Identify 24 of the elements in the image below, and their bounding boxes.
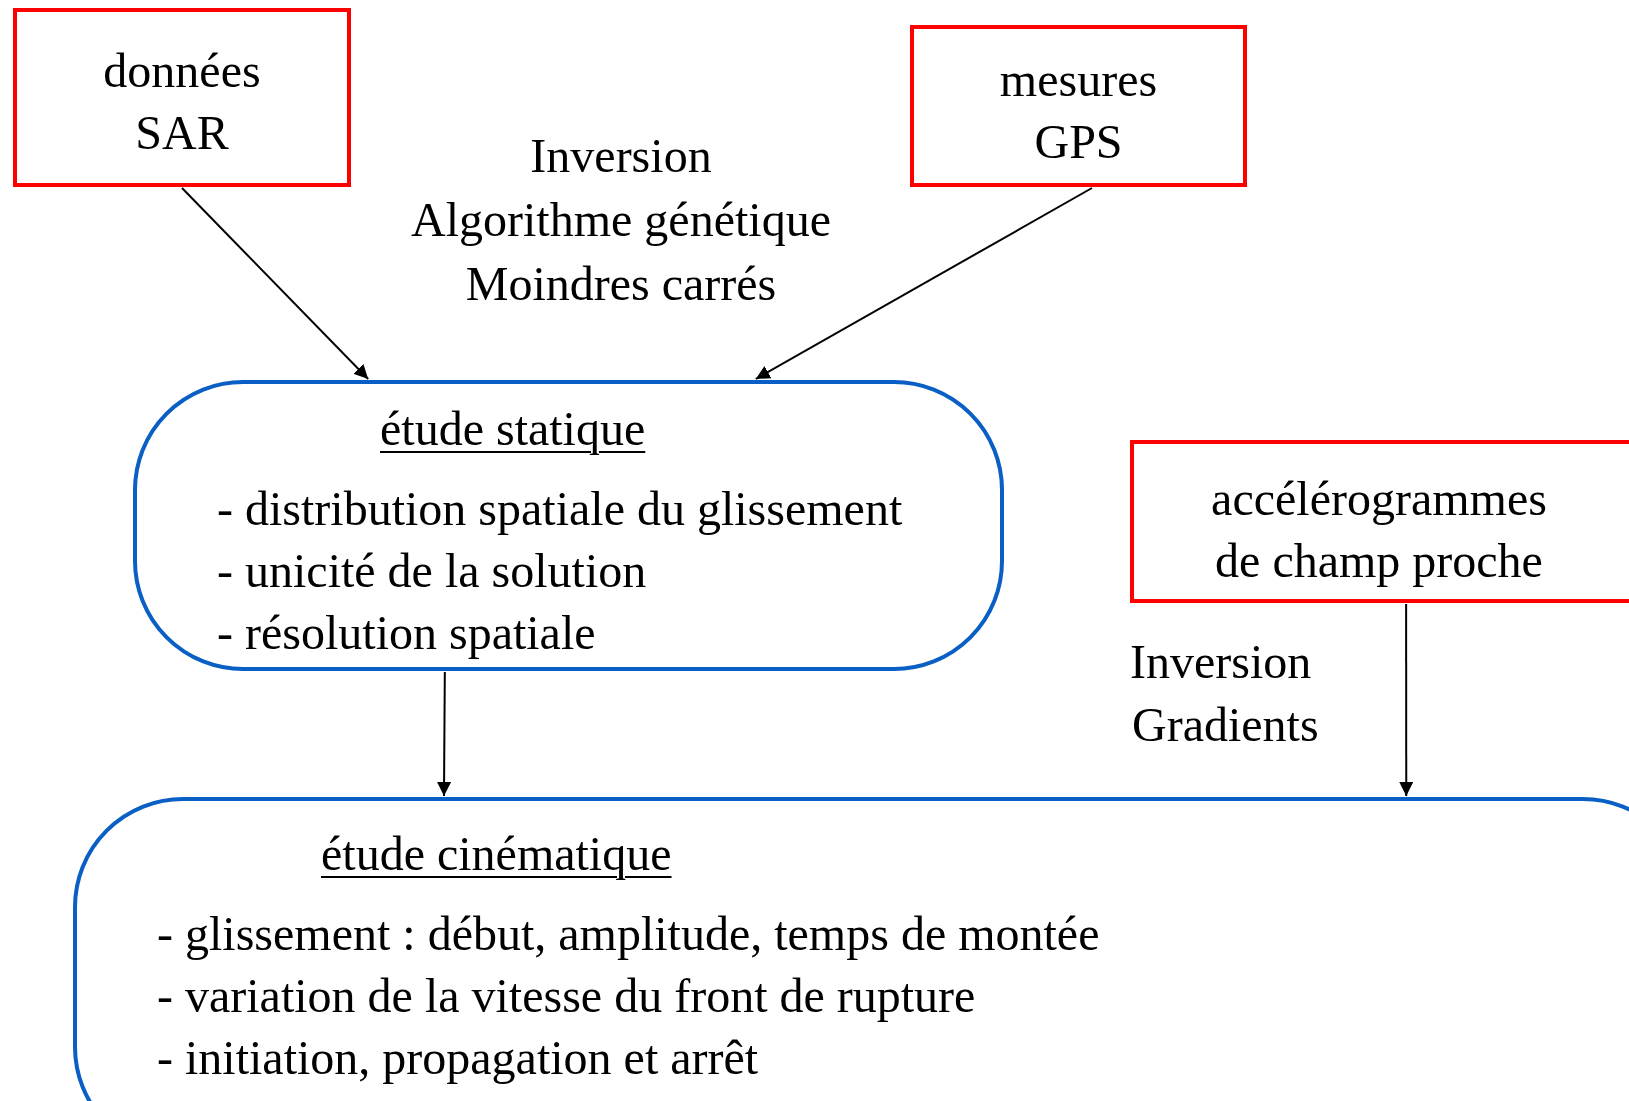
- bullet-item: - variation de la vitesse du front de rupture: [157, 968, 976, 1024]
- box-label: mesures GPS: [998, 52, 1159, 170]
- arrow: [1399, 603, 1414, 797]
- box-heading: étude statique: [380, 401, 646, 457]
- bullet-item: - résolution spatiale: [217, 605, 596, 661]
- arrow: [754, 187, 1093, 380]
- method-label: Gradients: [1132, 697, 1319, 753]
- bullet-item: - unicité de la solution: [217, 543, 647, 599]
- box-label: données SAR: [102, 43, 262, 161]
- input-box: [13, 8, 351, 187]
- bullet-item: - distribution spatiale du glissement: [217, 481, 903, 537]
- method-label: Inversion: [529, 128, 713, 184]
- arrow: [437, 671, 452, 797]
- bullet-item: - glissement : début, amplitude, temps de montée: [157, 906, 1100, 962]
- method-label: Inversion: [1130, 634, 1312, 690]
- input-box: [1130, 440, 1629, 603]
- box-heading: étude cinématique: [321, 826, 672, 882]
- arrow: [181, 187, 370, 380]
- rounded-box: [73, 797, 1629, 1101]
- bullet-item: - initiation, propagation et arrêt: [157, 1030, 759, 1086]
- box-label: accélérogrammes de champ proche: [1210, 471, 1548, 589]
- method-label: Algorithme génétique: [410, 192, 832, 248]
- input-box: [910, 25, 1247, 187]
- method-label: Moindres carrés: [464, 256, 778, 312]
